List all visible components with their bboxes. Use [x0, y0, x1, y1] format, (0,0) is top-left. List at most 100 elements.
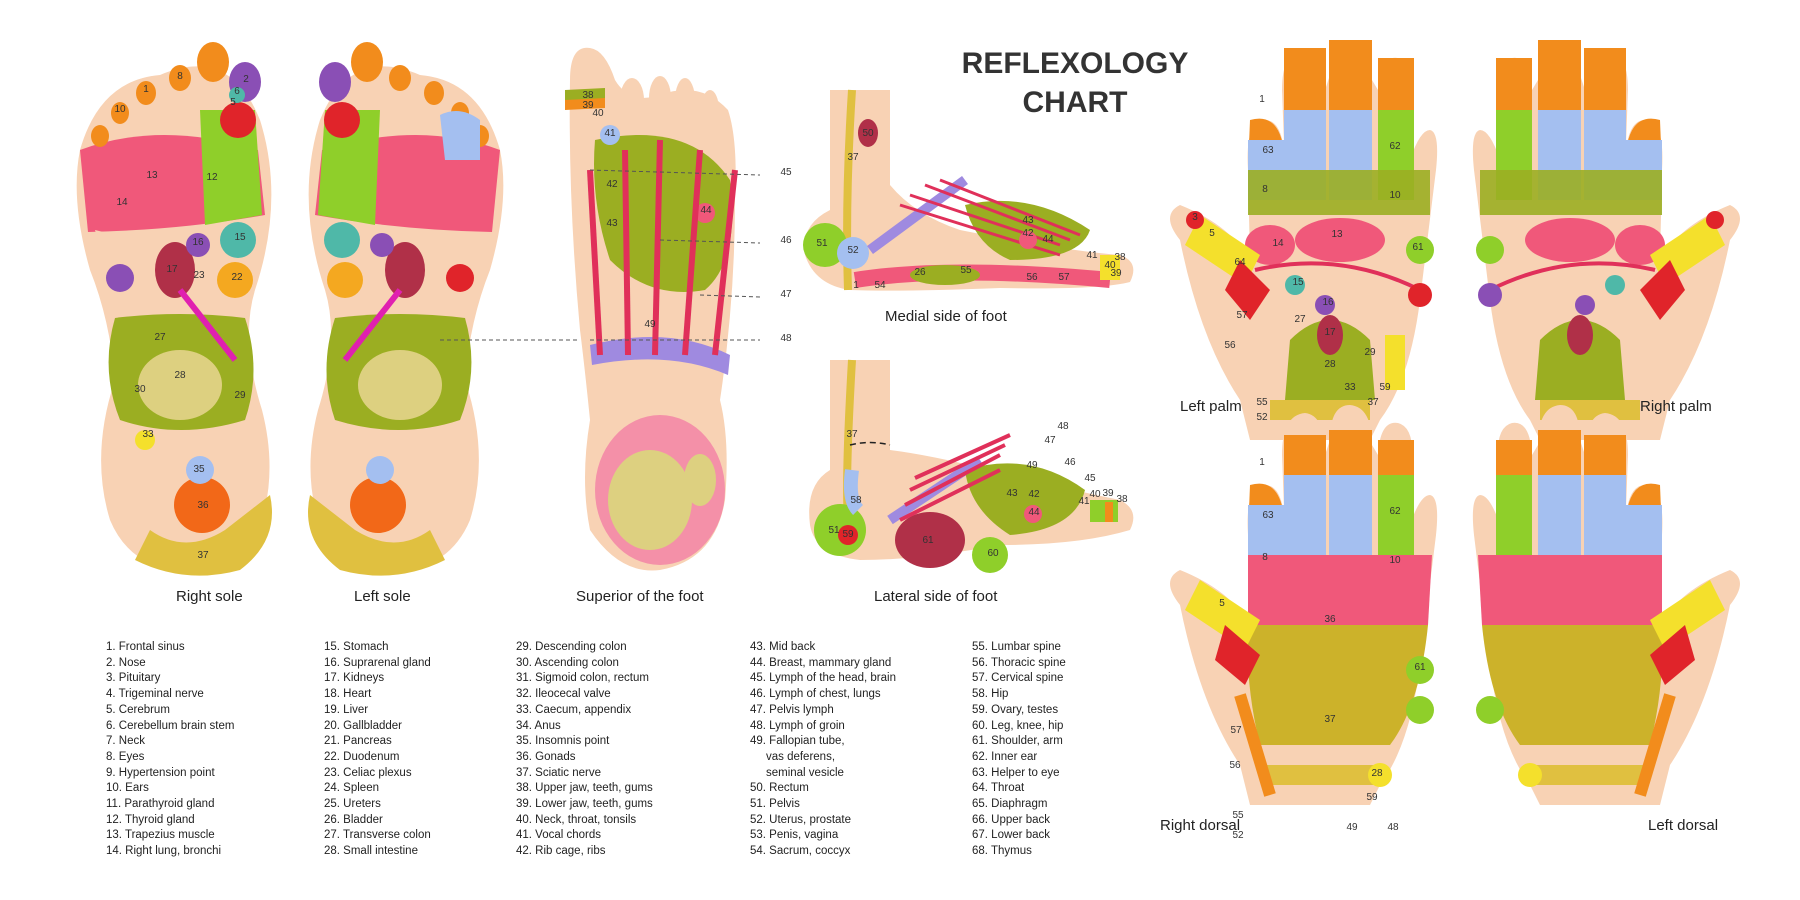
zone-number-label: 6: [234, 86, 240, 97]
zone-number-label: 62: [1389, 506, 1401, 517]
zone-number-label: 38: [1114, 252, 1126, 263]
zone-number-label: 8: [1262, 552, 1268, 563]
zone-number-label: 36: [1324, 614, 1336, 625]
legend-item: 2. Nose: [106, 656, 146, 669]
zone-number-label: 28: [1371, 768, 1383, 779]
zone-number-label: 37: [846, 429, 858, 440]
caption-left-dorsal: Left dorsal: [1648, 817, 1719, 834]
zone-number-label: 39: [1102, 488, 1114, 499]
legend-column-2: 15. Stomach 16. Suprarenal gland 17. Kid…: [324, 640, 431, 860]
zone-number-label: 61: [1412, 242, 1424, 253]
zone-number-label: 47: [780, 289, 792, 300]
zone-number-label: 45: [780, 167, 792, 178]
zone-number-label: 38: [582, 90, 594, 101]
zone-number-label: 3: [1192, 212, 1198, 223]
zone-number-label: 37: [197, 550, 209, 561]
zone-number-label: 42: [1022, 228, 1034, 239]
zone-number-label: 33: [142, 429, 154, 440]
caption-right-sole: Right sole: [176, 588, 243, 605]
zone-number-label: 28: [1324, 359, 1336, 370]
zone-number-label: 14: [116, 197, 128, 208]
zone-number-label: 35: [193, 464, 205, 475]
zone-number-label: 55: [1256, 397, 1268, 408]
zone-number-label: 16: [192, 237, 204, 248]
zone-number-label: 44: [1042, 234, 1054, 245]
left-sole-figure: [308, 42, 504, 576]
legend-item: 41. Vocal chords: [516, 829, 602, 842]
legend-item: 6. Cerebellum brain stem: [106, 719, 235, 732]
legend-item: 34. Anus: [516, 719, 561, 732]
zone-number-label: 1: [1259, 457, 1265, 468]
superior-foot-figure: [440, 47, 761, 571]
legend-column-4: 43. Mid back 44. Breast, mammary gland 4…: [750, 640, 896, 860]
zone-number-label: 48: [1387, 822, 1399, 833]
legend-item: 37. Sciatic nerve: [516, 766, 602, 779]
legend-item: 52. Uterus, prostate: [750, 813, 851, 826]
legend-item: 20. Gallbladder: [324, 719, 402, 732]
zone-number-label: 57: [1236, 310, 1248, 321]
left-dorsal-figure: [1472, 405, 1740, 805]
zone-number-label: 49: [644, 319, 656, 330]
legend-item: 8. Eyes: [106, 750, 145, 763]
legend-item: 35. Insomnis point: [516, 735, 610, 748]
medial-foot-figure: [803, 89, 1134, 291]
legend-item: 33. Caecum, appendix: [516, 703, 632, 716]
legend-item: 7. Neck: [106, 735, 145, 748]
zone-number-label: 59: [1379, 382, 1391, 393]
zone-number-label: 43: [1022, 215, 1034, 226]
legend-item: 67. Lower back: [972, 829, 1050, 842]
legend-item: 31. Sigmoid colon, rectum: [516, 672, 649, 685]
legend-column-3: 29. Descending colon 30. Ascending colon…: [516, 640, 653, 860]
legend-item: 59. Ovary, testes: [972, 703, 1059, 716]
zone-number-label: 44: [700, 205, 712, 216]
legend-item: 36. Gonads: [516, 750, 576, 763]
zone-number-label: 59: [1366, 792, 1378, 803]
zone-number-label: 37: [1367, 397, 1379, 408]
zone-number-label: 50: [862, 128, 874, 139]
legend-item: 60. Leg, knee, hip: [972, 719, 1064, 732]
zone-number-label: 42: [606, 179, 618, 190]
zone-number-label: 37: [1324, 714, 1336, 725]
zone-number-label: 63: [1262, 145, 1274, 156]
legend-item: 9. Hypertension point: [106, 766, 215, 779]
zone-number-label: 15: [234, 232, 246, 243]
legend-item: 57. Cervical spine: [972, 672, 1064, 685]
legend-item: 48. Lymph of groin: [750, 719, 845, 732]
legend-item: 1. Frontal sinus: [106, 641, 185, 653]
legend-item: 61. Shoulder, arm: [972, 735, 1063, 748]
legend-item: 53. Penis, vagina: [750, 829, 839, 842]
legend-item: 56. Thoracic spine: [972, 656, 1066, 669]
zone-number-label: 58: [850, 495, 862, 506]
zone-number-label: 1: [1259, 94, 1265, 105]
zone-number-label: 13: [146, 170, 158, 181]
zone-number-label: 49: [1346, 822, 1358, 833]
legend-item: 13. Trapezius muscle: [106, 829, 215, 842]
legend-item: 22. Duodenum: [324, 750, 400, 763]
zone-number-label: 43: [606, 218, 618, 229]
legend-item: 30. Ascending colon: [516, 656, 619, 669]
legend-item: 63. Helper to eye: [972, 766, 1060, 779]
legend-item: 10. Ears: [106, 782, 149, 795]
zone-number-label: 36: [197, 500, 209, 511]
legend-item: 39. Lower jaw, teeth, gums: [516, 798, 653, 811]
zone-number-label: 45: [1084, 473, 1096, 484]
caption-right-palm: Right palm: [1640, 398, 1712, 415]
zone-number-label: 51: [816, 238, 828, 249]
zone-number-label: 10: [1389, 555, 1401, 566]
zone-number-label: 52: [1256, 412, 1268, 423]
zone-number-label: 51: [828, 525, 840, 536]
caption-medial: Medial side of foot: [885, 308, 1007, 325]
zone-number-label: 10: [114, 104, 126, 115]
zone-number-label: 10: [1389, 190, 1401, 201]
zone-number-label: 5: [1209, 228, 1215, 239]
zone-number-label: 40: [1104, 260, 1116, 271]
chart-title-line-2: CHART: [1022, 86, 1128, 119]
zone-number-label: 47: [1044, 435, 1056, 446]
legend-item: 68. Thymus: [972, 845, 1032, 858]
zone-number-label: 39: [582, 100, 594, 111]
zone-number-label: 12: [206, 172, 218, 183]
zone-number-label: 59: [842, 529, 854, 540]
right-dorsal-figure: [1170, 405, 1438, 805]
zone-number-label: 55: [1232, 810, 1244, 821]
